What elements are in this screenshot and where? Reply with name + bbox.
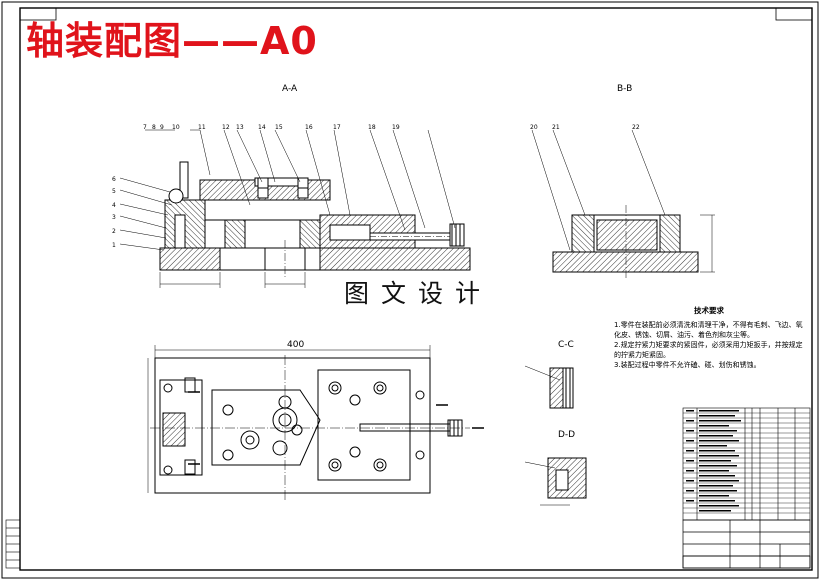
callout-number: 16 (305, 124, 313, 131)
callout-number: 14 (258, 124, 266, 131)
tech-requirements-heading: 技术要求 (694, 306, 724, 315)
callout-number: 1 (112, 242, 116, 249)
section-aa-label: A-A (282, 84, 298, 94)
callout-number: 12 (222, 124, 230, 131)
title-block-extension (682, 555, 811, 569)
section-cc-label: C-C (558, 340, 574, 350)
section-dd-view (524, 457, 587, 506)
left-margin-table (5, 519, 21, 569)
plan-view (147, 345, 484, 500)
section-aa-view (119, 129, 471, 288)
plan-width-dimension: 400 (287, 340, 305, 350)
callout-number: 22 (632, 124, 640, 131)
tech-requirement-item: 3.装配过程中零件不允许磕、碰、划伤和锈蚀。 (614, 361, 761, 370)
callout-number: 15 (275, 124, 283, 131)
section-bb-view (531, 129, 715, 278)
callout-number: 5 (112, 188, 116, 195)
callout-number: 9 (160, 124, 164, 131)
callout-number: 6 (112, 176, 116, 183)
callout-number: 17 (333, 124, 341, 131)
drawing-title: 轴装配图——A0 (26, 19, 318, 63)
parts-list-text-marks (686, 410, 741, 512)
callout-number: 7 (143, 124, 147, 131)
parts-list-table (682, 407, 811, 521)
tech-requirement-item: 1.零件在装配前必须清洗和清理干净，不得有毛刺、飞边、氧化皮、锈蚀、切屑、油污、… (614, 320, 803, 340)
callout-number: 3 (112, 214, 116, 221)
section-cc-view (524, 365, 574, 409)
callout-number: 4 (112, 202, 116, 209)
section-bb-label: B-B (617, 84, 633, 94)
callout-number: 11 (198, 124, 206, 131)
callout-number: 19 (392, 124, 400, 131)
technical-requirements: 技术要求 1.零件在装配前必须清洗和清理干净，不得有毛刺、飞边、氧化皮、锈蚀、切… (614, 306, 804, 371)
watermark-text: 图文设计 (340, 274, 497, 310)
top-right-corner-box (775, 7, 813, 21)
tech-requirement-item: 2.规定拧紧力矩要求的紧固件，必须采用力矩扳手，并按规定的拧紧力矩紧固。 (614, 341, 803, 360)
callout-number: 21 (552, 124, 560, 131)
section-dd-label: D-D (558, 430, 576, 440)
callout-number: 2 (112, 228, 116, 235)
title-block (682, 519, 811, 569)
callout-number: 13 (236, 124, 244, 131)
callout-number: 18 (368, 124, 376, 131)
parts-list-rows (683, 412, 810, 514)
top-left-corner-box (19, 7, 57, 21)
callout-number: 8 (152, 124, 156, 131)
callout-number: 10 (172, 124, 180, 131)
callout-number: 20 (530, 124, 538, 131)
inner-border (19, 7, 813, 571)
